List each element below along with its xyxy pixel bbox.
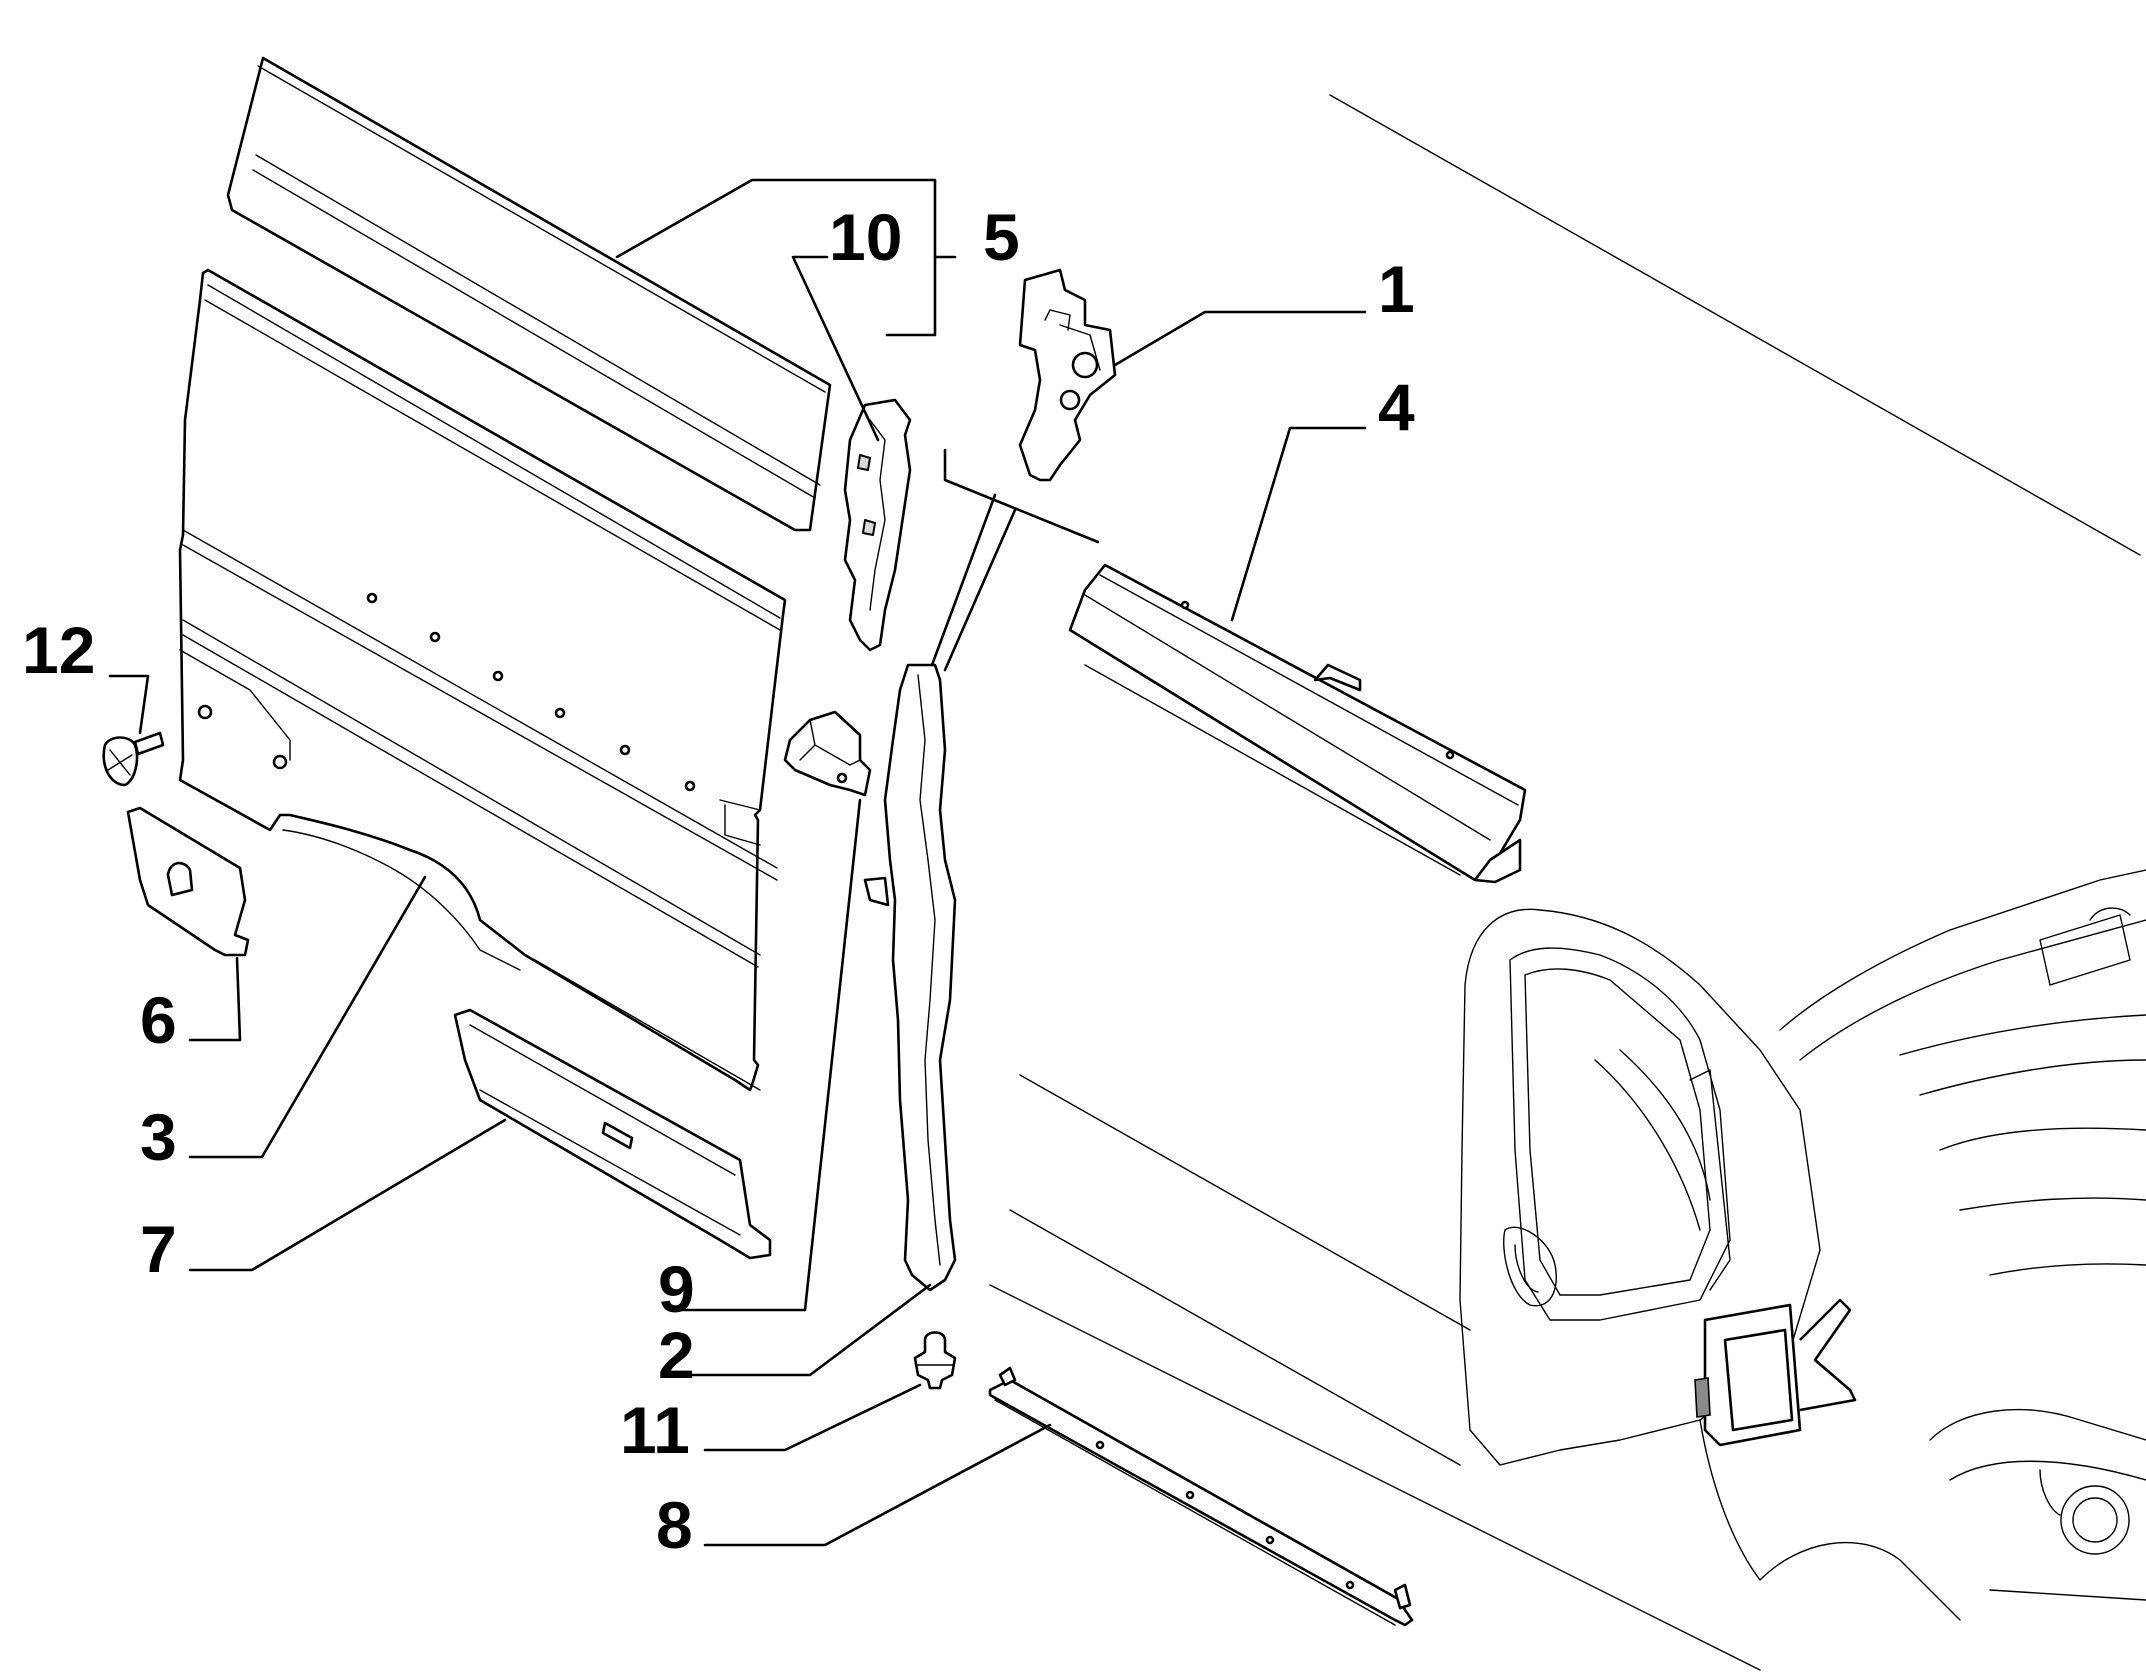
callout-11: 11 — [620, 1393, 690, 1467]
van-body-outline — [989, 94, 2146, 1671]
part-5-roof-rail-strip — [226, 56, 832, 532]
callout-3: 3 — [140, 1100, 177, 1174]
callout-8: 8 — [656, 1488, 693, 1562]
side-mirror — [1694, 1298, 1857, 1447]
leader-lines — [108, 178, 1367, 1547]
part-3-side-panel — [178, 268, 787, 1092]
callout-6: 6 — [140, 983, 177, 1057]
part-7-lower-panel — [453, 1008, 772, 1260]
callout-labels: 1 2 3 4 5 6 7 8 9 10 11 12 — [22, 200, 1415, 1562]
callout-1: 1 — [1378, 252, 1415, 326]
callout-2: 2 — [658, 1318, 695, 1392]
callout-12: 12 — [22, 613, 95, 687]
callout-5: 5 — [983, 200, 1020, 274]
part-8-sill-strip — [988, 1366, 1414, 1627]
part-11-pin — [913, 1331, 957, 1390]
part-12-screw — [102, 731, 165, 787]
callout-4: 4 — [1378, 370, 1415, 444]
part-9-b-pillar — [863, 663, 957, 1292]
part-1-hinge-bracket — [1018, 268, 1117, 482]
part-10-pillar-bracket — [843, 398, 912, 652]
part-6-filler-plate — [126, 806, 250, 957]
part-2-corner-bracket — [783, 710, 872, 797]
callout-9: 9 — [658, 1252, 695, 1326]
callout-7: 7 — [140, 1212, 177, 1286]
callout-10: 10 — [829, 200, 902, 274]
part-4-roof-rail-profile — [1068, 563, 1527, 884]
